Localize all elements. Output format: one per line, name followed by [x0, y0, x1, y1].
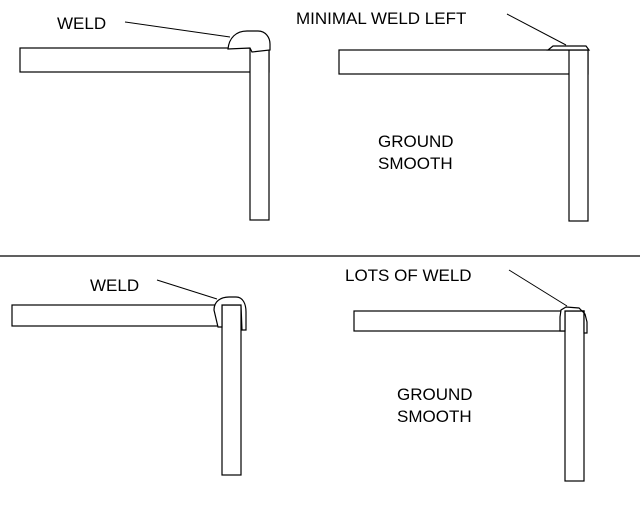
top-right-note-line2: SMOOTH: [378, 154, 453, 173]
bottom-left-vertical-bar: [221, 304, 242, 476]
top-left-weld-label: WELD: [57, 14, 106, 33]
top-left-vertical-bar: [249, 47, 270, 221]
top-right-leader-line: [506, 13, 567, 46]
top-left-joint: WELD: [19, 14, 271, 221]
bottom-left-weld-bead: [213, 296, 247, 331]
bottom-right-horizontal-bar: [353, 310, 585, 332]
top-right-note-line1: GROUND: [378, 132, 454, 151]
top-right-weld-bead: [546, 45, 591, 51]
top-left-weld-bead: [227, 30, 271, 53]
bottom-right-note-line1: GROUND: [397, 385, 473, 404]
top-right-vertical-bar: [568, 49, 589, 222]
bottom-left-leader-line: [156, 279, 218, 300]
top-right-horizontal-bar: [338, 49, 589, 75]
bottom-right-leader-line: [508, 269, 568, 307]
bottom-right-joint: LOTS OF WELD GROUND SMOOTH: [345, 266, 588, 482]
bottom-right-weld-bead: [559, 306, 588, 334]
bottom-right-note-line2: SMOOTH: [397, 407, 472, 426]
bottom-left-horizontal-bar: [11, 304, 242, 327]
bottom-left-weld-label: WELD: [90, 276, 139, 295]
bottom-right-vertical-bar: [564, 310, 585, 482]
bottom-right-weld-label: LOTS OF WELD: [345, 266, 472, 285]
top-left-leader-line: [124, 21, 231, 38]
top-right-joint: MINIMAL WELD LEFT GROUND SMOOTH: [296, 9, 591, 222]
bottom-left-joint: WELD: [11, 276, 247, 476]
top-right-weld-label: MINIMAL WELD LEFT: [296, 9, 466, 28]
top-left-horizontal-bar: [19, 47, 270, 73]
